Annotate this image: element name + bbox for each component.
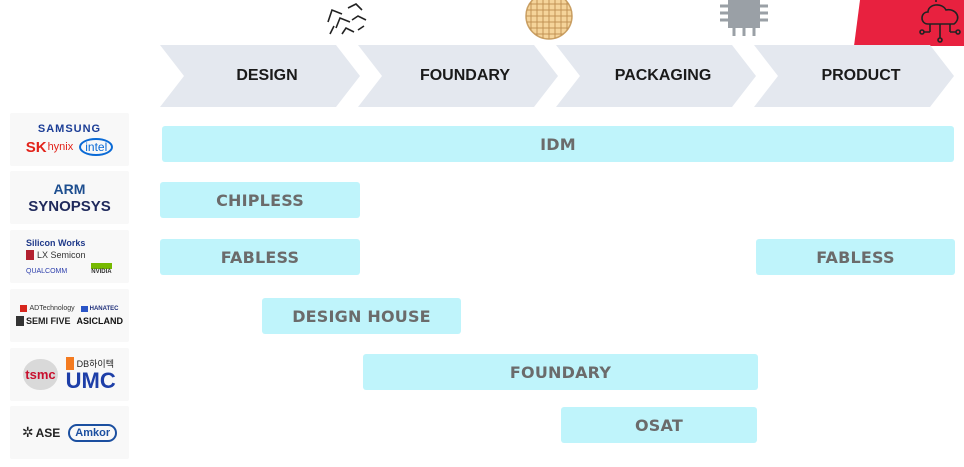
bar-design-house: DESIGN HOUSE — [262, 298, 461, 334]
amkor-logo: Amkor — [68, 423, 118, 442]
intel-logo: intel — [79, 138, 114, 156]
tsmc-logo: tsmc — [23, 359, 58, 390]
silicon-works-logo: Silicon Works — [26, 238, 86, 248]
stage-label: FOUNDARY — [419, 67, 511, 84]
chip-icon — [716, 0, 772, 46]
stage-design: DESIGN — [160, 45, 360, 107]
bar-fabless-left: FABLESS — [160, 239, 360, 275]
logo-panel-foundary: tsmc DB하이텍 UMC — [10, 348, 129, 401]
logo-panel-fabless: Silicon Works LX Semicon QUALCOMM NVIDIA — [10, 230, 129, 283]
nvidia-logo: NVIDIA — [91, 263, 112, 275]
stage-packaging: PACKAGING — [556, 45, 756, 107]
logo-panel-design-house: ADTechnology HANATEC SEMI FIVE ASICLAND — [10, 289, 129, 342]
logo-panel-idm: SAMSUNG SK hynix intel — [10, 113, 129, 166]
samsung-logo: SAMSUNG — [37, 123, 102, 135]
arm-logo: ARM — [53, 180, 86, 197]
bar-foundary: FOUNDARY — [363, 354, 758, 390]
ase-gear-icon: ✲ — [21, 424, 34, 440]
hanatec-logo: HANATEC — [80, 305, 119, 312]
logo-panel-osat: ✲ ASE Amkor — [10, 406, 129, 459]
hynix-logo: hynix — [47, 141, 74, 153]
stage-foundary: FOUNDARY — [358, 45, 558, 107]
wafer-icon — [524, 0, 574, 46]
db-hitek-logo: DB하이텍 — [65, 357, 114, 370]
semifive-logo: SEMI FIVE — [15, 316, 71, 326]
accent-shape — [854, 0, 964, 52]
circuit-pattern-icon — [322, 0, 370, 46]
cloud-network-icon — [916, 0, 964, 48]
bar-fabless-right: FABLESS — [756, 239, 955, 275]
asicland-logo: ASICLAND — [76, 316, 124, 326]
stage-label: DESIGN — [236, 67, 298, 84]
lx-semicon-logo: LX Semicon — [26, 250, 86, 260]
qualcomm-logo: QUALCOMM — [26, 268, 68, 275]
stage-label: PRODUCT — [821, 67, 901, 84]
bar-chipless: CHIPLESS — [160, 182, 360, 218]
logo-panel-chipless: ARM SYNOPSYS — [10, 171, 129, 224]
sk-logo: SK — [25, 138, 47, 156]
stage-product: PRODUCT — [754, 45, 954, 107]
bar-idm: IDM — [162, 126, 954, 162]
stage-label: PACKAGING — [614, 67, 712, 84]
synopsys-logo: SYNOPSYS — [28, 197, 111, 215]
adtechnology-logo: ADTechnology — [20, 305, 75, 312]
bar-osat: OSAT — [561, 407, 757, 443]
ase-logo: ASE — [35, 425, 61, 440]
umc-logo: UMC — [65, 368, 116, 393]
